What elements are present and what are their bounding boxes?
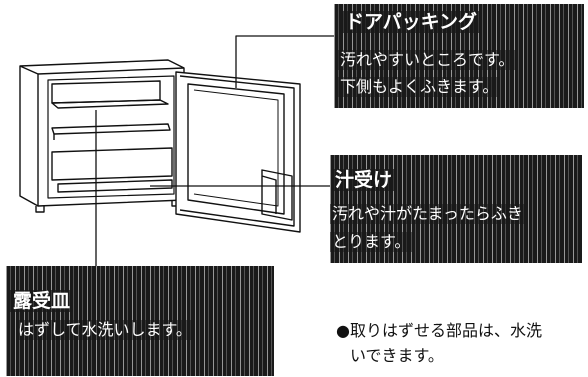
fridge-door [175,71,301,233]
removable-parts-note: ●取りはずせる部品は、水洗 いできます。 [336,318,542,368]
door-packing-title: ドアパッキング [342,11,481,33]
juice-tray-text-line-2: とります。 [330,232,413,252]
door-packing-text-line-2: 下側もよくふきます。 [338,77,501,97]
juice-tray-title: 汁受け [332,169,396,191]
dew-tray-title: 露受皿 [10,290,74,312]
dew-tray-label: 露受皿 はずして水洗いします。 [6,266,274,376]
dew-tray-text-line-1: はずして水洗いします。 [16,320,194,340]
fridge-cabinet [19,59,185,213]
door-packing-text-line-1: 汚れやすいところです。 [338,50,517,70]
note-text-line-2: いできます。 [350,346,444,365]
juice-tray-text-line-1: 汚れや汁がたまったらふき [330,204,525,224]
door-packing-label: ドアパッキング 汚れやすいところです。 下側もよくふきます。 [334,4,584,108]
bullet-icon: ● [336,321,350,340]
note-text-line-1: 取りはずせる部品は、水洗 [350,321,543,340]
leader-lines [95,35,334,266]
juice-tray-label: 汁受け 汚れや汁がたまったらふき とります。 [330,155,582,263]
